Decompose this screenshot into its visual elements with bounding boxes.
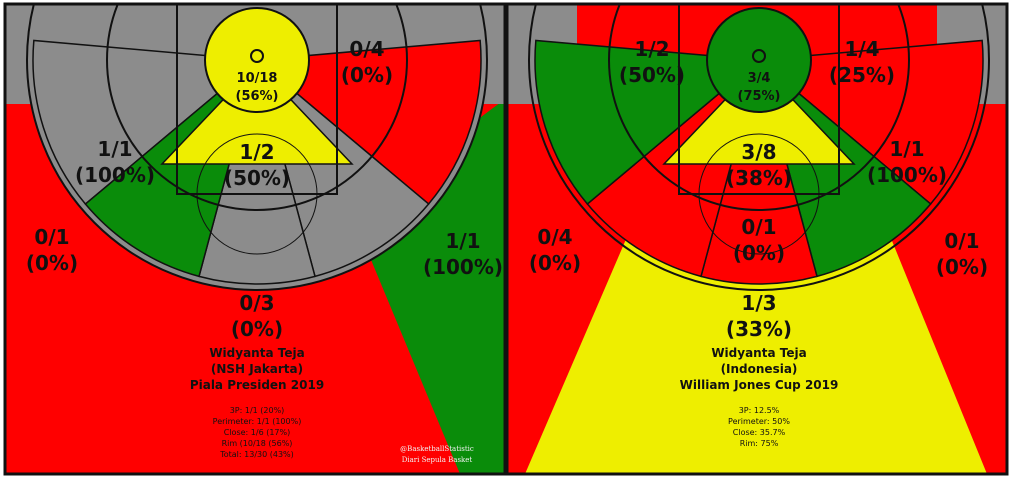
zone-mid-left bbox=[32, 39, 259, 206]
mid-inner-ring bbox=[608, 4, 910, 211]
zone-pct-left-wing-three: (0%) bbox=[26, 251, 78, 275]
zone-label-right-wing-three: 1/1 bbox=[445, 229, 480, 253]
event-name: William Jones Cup 2019 bbox=[680, 378, 839, 392]
free-throw-lane bbox=[678, 4, 840, 195]
mid-inner-ring bbox=[106, 4, 408, 211]
zone-pct-right-wing-three: (100%) bbox=[423, 255, 503, 279]
zone-pct-top-three: (0%) bbox=[231, 317, 283, 341]
stat-line: 3P: 12.5% bbox=[739, 406, 780, 415]
zone-pct-left-baseline-mid: (50%) bbox=[619, 63, 685, 87]
zone-label-rim: 3/4 bbox=[748, 71, 771, 86]
stat-line: Rim: 75% bbox=[740, 439, 779, 448]
zone-label-right-wing-three: 0/1 bbox=[944, 229, 979, 253]
credit-line: @BasketballStatistic bbox=[400, 445, 474, 453]
zone-label-top-three: 0/3 bbox=[239, 291, 274, 315]
credit-line: Diari Sepula Basket bbox=[402, 456, 473, 464]
zone-pct-right-wing-mid: (100%) bbox=[867, 163, 947, 187]
zone-top-three bbox=[525, 209, 987, 474]
zone-label-paint: 1/2 bbox=[239, 140, 274, 164]
zone-label-rim: 10/18 bbox=[237, 71, 278, 86]
zone-paint bbox=[662, 62, 856, 165]
hoop-icon bbox=[752, 49, 766, 63]
zone-mid-right bbox=[757, 39, 984, 206]
event-name: Piala Presiden 2019 bbox=[190, 378, 324, 392]
zone-label-paint: 3/8 bbox=[741, 140, 776, 164]
zone-pct-top-three: (33%) bbox=[726, 317, 792, 341]
zone-pct-rim: (56%) bbox=[236, 89, 279, 104]
zone-pct-top-mid: (0%) bbox=[733, 241, 785, 265]
free-throw-circle bbox=[196, 133, 318, 255]
zone-label-left-baseline-mid: 1/2 bbox=[634, 37, 669, 61]
stat-line: Close: 1/6 (17%) bbox=[224, 428, 290, 437]
zone-label-top-three: 1/3 bbox=[741, 291, 776, 315]
court-border bbox=[505, 2, 1009, 476]
zone-label-right-baseline-mid: 0/4 bbox=[349, 37, 384, 61]
zone-pct-right-baseline-mid: (25%) bbox=[829, 63, 895, 87]
zone-pct-left-wing-mid: (100%) bbox=[75, 163, 155, 187]
player-name: Widyanta Teja bbox=[711, 346, 806, 360]
stat-line: Perimeter: 50% bbox=[728, 417, 790, 426]
stat-line: Rim (10/18 (56%) bbox=[222, 439, 293, 448]
three-point-line bbox=[528, 4, 990, 291]
zone-label-right-wing-mid: 1/1 bbox=[889, 137, 924, 161]
stat-line: Close: 35.7% bbox=[733, 428, 786, 437]
hoop-icon bbox=[250, 49, 264, 63]
zone-mid-left bbox=[534, 39, 761, 206]
zone-label-left-wing-three: 0/1 bbox=[34, 225, 69, 249]
zone-pct-paint: (38%) bbox=[726, 166, 792, 190]
zone-pct-rim: (75%) bbox=[738, 89, 781, 104]
three-point-line bbox=[26, 4, 488, 291]
court-panel-1 bbox=[3, 2, 507, 476]
zone-label-left-wing-three: 0/4 bbox=[537, 225, 572, 249]
zone-pct-right-baseline-mid: (0%) bbox=[341, 63, 393, 87]
zone-mid-right bbox=[255, 39, 482, 206]
zone-rim bbox=[204, 7, 310, 113]
free-throw-circle bbox=[698, 133, 820, 255]
court-zones-1 bbox=[5, 4, 505, 474]
team-name: (NSH Jakarta) bbox=[211, 362, 303, 376]
zone-pct-right-wing-three: (0%) bbox=[936, 255, 988, 279]
zone-rim bbox=[706, 7, 812, 113]
zone-paint bbox=[160, 62, 354, 165]
zone-pct-paint: (50%) bbox=[224, 166, 290, 190]
free-throw-lane bbox=[176, 4, 338, 195]
zone-pct-left-wing-three: (0%) bbox=[529, 251, 581, 275]
zone-label-left-wing-mid: 1/1 bbox=[97, 137, 132, 161]
zone-label-right-baseline-mid: 1/4 bbox=[844, 37, 879, 61]
court-zones-2 bbox=[507, 4, 1007, 474]
court-panel-2 bbox=[505, 2, 1009, 476]
court-border bbox=[3, 2, 507, 476]
stat-line: Perimeter: 1/1 (100%) bbox=[213, 417, 302, 426]
team-name: (Indonesia) bbox=[721, 362, 798, 376]
player-name: Widyanta Teja bbox=[209, 346, 304, 360]
zone-label-top-mid: 0/1 bbox=[741, 215, 776, 239]
stat-line: 3P: 1/1 (20%) bbox=[230, 406, 285, 415]
stat-line: Total: 13/30 (43%) bbox=[219, 450, 294, 459]
